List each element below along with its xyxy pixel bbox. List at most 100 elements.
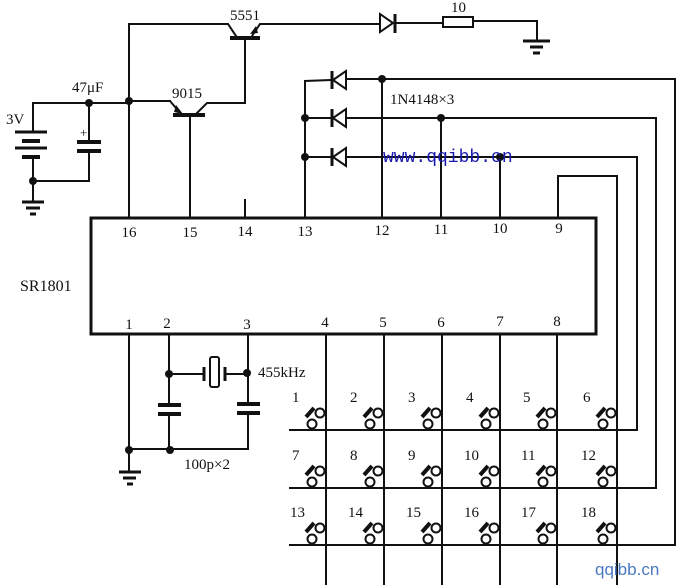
switch-contact xyxy=(306,418,318,430)
key-label: 13 xyxy=(290,505,305,521)
key-switch: 10 xyxy=(464,448,500,488)
key-label: 12 xyxy=(581,448,596,464)
switch-contact xyxy=(605,522,617,534)
switch-contact xyxy=(364,533,376,545)
watermark-center: www.qqibb.cn xyxy=(383,148,513,168)
key-label: 7 xyxy=(292,448,300,464)
key-label: 14 xyxy=(348,505,364,521)
switch-contact xyxy=(364,476,376,488)
switch-lever xyxy=(535,521,547,534)
switch-contact xyxy=(605,465,617,477)
switch-contact xyxy=(545,522,557,534)
ic-sr1801: SR1801 16 15 14 13 12 11 10 9 1 2 3 4 5 … xyxy=(20,216,598,336)
key-switch: 7 xyxy=(292,448,326,488)
key-switch: 16 xyxy=(464,505,500,545)
svg-text:+: + xyxy=(80,125,87,140)
key-label: 9 xyxy=(408,448,416,464)
switch-contact xyxy=(597,476,609,488)
transistor-5551-label: 5551 xyxy=(230,8,260,24)
switch-lever xyxy=(535,406,547,419)
battery-section: 3V xyxy=(6,102,47,216)
switch-contact xyxy=(422,476,434,488)
key-switch: 6 xyxy=(583,390,617,430)
pin-label: 1 xyxy=(125,317,133,333)
switch-contact xyxy=(605,407,617,419)
switch-lever xyxy=(304,521,316,534)
pin-label: 3 xyxy=(243,317,251,333)
key-switch: 12 xyxy=(581,448,617,488)
diodes-label: 1N4148×3 xyxy=(390,92,454,108)
switch-contact xyxy=(306,533,318,545)
switch-contact xyxy=(422,533,434,545)
key-label: 18 xyxy=(581,505,596,521)
resistor-label: 10 xyxy=(451,0,466,16)
key-switch: 5 xyxy=(523,390,557,430)
switch-contact xyxy=(480,476,492,488)
switch-contact xyxy=(597,418,609,430)
key-switch: 18 xyxy=(581,505,617,545)
transistor-5551: 5551 xyxy=(128,8,381,40)
switch-contact xyxy=(314,465,326,477)
pin-label: 15 xyxy=(183,225,198,241)
oscillator-section: 455kHz 100p×2 xyxy=(119,333,306,486)
pin-label: 5 xyxy=(379,315,387,331)
key-switch: 14 xyxy=(348,505,384,545)
switch-contact xyxy=(430,522,442,534)
switch-lever xyxy=(478,406,490,419)
switch-contact xyxy=(364,418,376,430)
key-label: 3 xyxy=(408,390,416,406)
switch-contact xyxy=(314,407,326,419)
watermark-corner: qqibb.cn xyxy=(595,560,659,579)
switch-lever xyxy=(478,464,490,477)
switch-lever xyxy=(362,406,374,419)
key-switch: 8 xyxy=(350,448,384,488)
switch-lever xyxy=(304,406,316,419)
switch-contact xyxy=(537,418,549,430)
switch-contact xyxy=(430,407,442,419)
pin-label: 2 xyxy=(163,316,171,332)
resistor-10: 10 xyxy=(442,0,550,55)
switch-lever xyxy=(535,464,547,477)
key-switch: 11 xyxy=(521,448,557,488)
key-switch: 9 xyxy=(408,448,442,488)
switch-contact xyxy=(488,407,500,419)
pin-label: 6 xyxy=(437,315,445,331)
pin-label: 12 xyxy=(375,223,390,239)
switch-lever xyxy=(362,464,374,477)
switch-lever xyxy=(595,464,607,477)
switch-lever xyxy=(362,521,374,534)
key-label: 4 xyxy=(466,390,474,406)
key-switch: 2 xyxy=(350,390,384,430)
switch-contact xyxy=(597,533,609,545)
switch-contact xyxy=(372,522,384,534)
key-switch: 4 xyxy=(466,390,500,430)
key-label: 17 xyxy=(521,505,537,521)
switch-contact xyxy=(480,533,492,545)
switch-contact xyxy=(545,465,557,477)
transistor-9015: 9015 xyxy=(168,37,246,219)
key-switch: 13 xyxy=(290,505,326,545)
transistor-9015-label: 9015 xyxy=(172,86,202,102)
capacitor-label: 47μF xyxy=(72,80,103,96)
key-label: 11 xyxy=(521,448,535,464)
crystal-resonator xyxy=(209,356,220,388)
capacitor-47uf: + 47μF xyxy=(32,80,130,182)
switch-lever xyxy=(478,521,490,534)
battery-label: 3V xyxy=(6,112,25,128)
caps-label: 100p×2 xyxy=(184,457,230,473)
switch-lever xyxy=(595,406,607,419)
switch-lever xyxy=(420,521,432,534)
key-switch: 1 xyxy=(292,390,326,430)
switch-contact xyxy=(537,476,549,488)
key-label: 8 xyxy=(350,448,358,464)
key-label: 15 xyxy=(406,505,421,521)
pin-label: 8 xyxy=(553,314,561,330)
pin-label: 10 xyxy=(493,221,508,237)
switch-lever xyxy=(595,521,607,534)
pin-label: 13 xyxy=(298,224,313,240)
ir-diode xyxy=(379,12,444,34)
switch-contact xyxy=(314,522,326,534)
pin-label: 4 xyxy=(321,315,329,331)
